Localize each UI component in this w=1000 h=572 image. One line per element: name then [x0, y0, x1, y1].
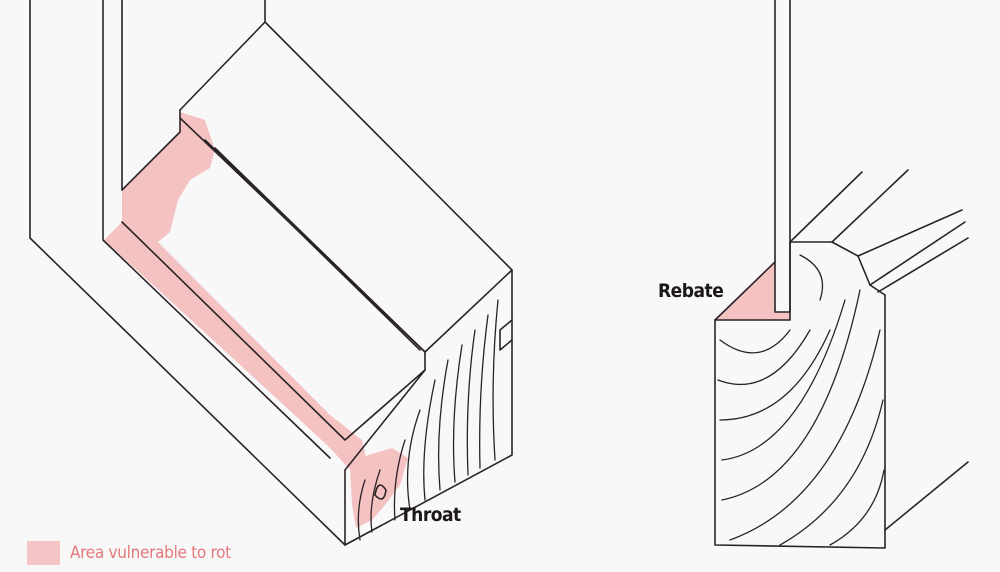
rot-area-rebate [715, 262, 790, 320]
throat-label: Throat [400, 504, 461, 526]
wood-grain-left [357, 299, 499, 541]
right-section-drawing [714, 0, 969, 549]
rot-area-left [104, 112, 366, 470]
rebate-label: Rebate [658, 280, 724, 302]
left-sill-drawing [29, 0, 513, 546]
legend-text: Area vulnerable to rot [70, 543, 231, 563]
wood-grain-right [717, 254, 885, 546]
rot-area-throat [350, 448, 408, 528]
legend-swatch [27, 541, 60, 565]
legend: Area vulnerable to rot [27, 541, 231, 565]
